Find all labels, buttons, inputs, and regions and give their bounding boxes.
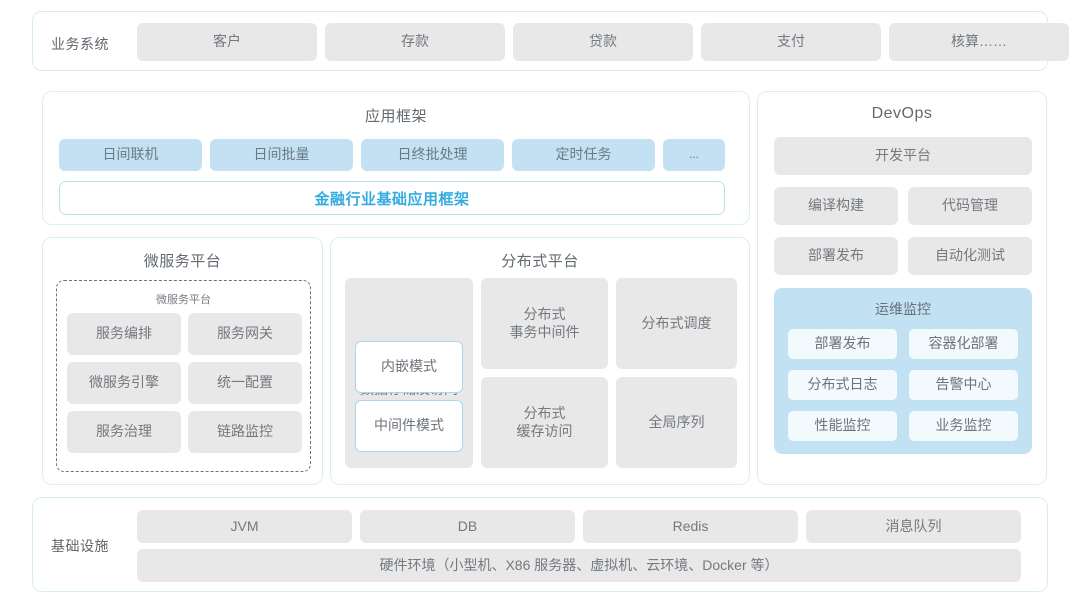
microservice-tile-governance[interactable]: 服务治理: [67, 411, 181, 453]
business-system-tile-loan[interactable]: 贷款: [513, 23, 693, 61]
microservice-dashed-container: 微服务平台 服务编排 服务网关 微服务引擎 统一配置 服务治理 链路监控: [56, 280, 311, 472]
distributed-platform-title: 分布式平台: [501, 253, 579, 270]
distributed-tile-global-sequence[interactable]: 全局序列: [616, 377, 737, 468]
distributed-tile-cache-access-line2: 缓存访问: [516, 422, 573, 439]
microservice-tile-unified-config[interactable]: 统一配置: [188, 362, 302, 404]
app-framework-tile-scheduled-task[interactable]: 定时任务: [512, 139, 655, 171]
ops-monitor-title: 运维监控: [875, 301, 931, 317]
microservice-tile-orchestration[interactable]: 服务编排: [67, 313, 181, 355]
business-system-tile-deposit[interactable]: 存款: [325, 23, 505, 61]
ops-monitor-tile-performance-monitor[interactable]: 性能监控: [787, 410, 898, 442]
devops-tile-code-management[interactable]: 代码管理: [908, 187, 1032, 225]
platform-left-panel: 应用框架 日间联机 日间批量 日终批处理 定时任务 ... 金融行业基础应用框架…: [42, 91, 750, 485]
distributed-tile-transaction-middleware[interactable]: 分布式 事务中间件: [481, 278, 608, 369]
ops-monitor-tile-business-monitor[interactable]: 业务监控: [908, 410, 1019, 442]
ops-monitor-tile-deploy-release[interactable]: 部署发布: [787, 328, 898, 360]
business-system-tile-accounting[interactable]: 核算……: [889, 23, 1069, 61]
microservice-platform-panel: 微服务平台 微服务平台 服务编排 服务网关 微服务引擎 统一配置 服务治理 链路…: [42, 237, 323, 485]
devops-tile-automated-test[interactable]: 自动化测试: [908, 237, 1032, 275]
microservice-inner-label: 微服务平台: [156, 294, 211, 306]
distributed-tile-transaction-middleware-line1: 分布式: [523, 305, 566, 322]
ops-monitor-block: 运维监控 部署发布 容器化部署 分布式日志 告警中心 性能监控 业务监控: [774, 288, 1032, 454]
distributed-tile-scheduling[interactable]: 分布式调度: [616, 278, 737, 369]
infrastructure-tile-hardware-environment[interactable]: 硬件环境（小型机、X86 服务器、虚拟机、云环境、Docker 等）: [137, 549, 1021, 582]
devops-panel: DevOps 开发平台 编译构建 代码管理 部署发布 自动化测试 运维监控 部署…: [757, 91, 1047, 485]
infrastructure-tile-db[interactable]: DB: [360, 510, 575, 543]
devops-tile-compile-build[interactable]: 编译构建: [774, 187, 898, 225]
devops-tile-deploy-release[interactable]: 部署发布: [774, 237, 898, 275]
distributed-tile-cache-access-line1: 分布式: [523, 404, 566, 421]
app-framework-tile-batch[interactable]: 日间批量: [210, 139, 353, 171]
business-systems-label: 业务系统: [51, 36, 109, 52]
infrastructure-tile-redis[interactable]: Redis: [583, 510, 798, 543]
distributed-tile-transaction-middleware-line2: 事务中间件: [509, 323, 580, 340]
distributed-storage-mode-embedded[interactable]: 内嵌模式: [355, 341, 463, 393]
devops-tile-dev-platform[interactable]: 开发平台: [774, 137, 1032, 175]
microservice-tile-gateway[interactable]: 服务网关: [188, 313, 302, 355]
ops-monitor-tile-alert-center[interactable]: 告警中心: [908, 369, 1019, 401]
infrastructure-panel: 基础设施 JVM DB Redis 消息队列 硬件环境（小型机、X86 服务器、…: [32, 497, 1048, 592]
microservice-tile-trace-monitor[interactable]: 链路监控: [188, 411, 302, 453]
business-system-tile-payment[interactable]: 支付: [701, 23, 881, 61]
app-framework-title: 应用框架: [364, 108, 427, 125]
infrastructure-tile-jvm[interactable]: JVM: [137, 510, 352, 543]
distributed-tile-cache-access[interactable]: 分布式 缓存访问: [481, 377, 608, 468]
business-system-tile-customer[interactable]: 客户: [137, 23, 317, 61]
distributed-storage-mode-middleware[interactable]: 中间件模式: [355, 400, 463, 452]
app-framework-tile-eod-batch[interactable]: 日终批处理: [361, 139, 504, 171]
infrastructure-tile-message-queue[interactable]: 消息队列: [806, 510, 1021, 543]
microservice-tile-engine[interactable]: 微服务引擎: [67, 362, 181, 404]
distributed-platform-panel: 分布式平台 分布式 数据存储及访问 内嵌模式 中间件模式 分布式 事务中间件 分…: [330, 237, 750, 485]
app-framework-tile-online[interactable]: 日间联机: [59, 139, 202, 171]
business-systems-panel: 业务系统 客户 存款 贷款 支付 核算……: [32, 11, 1069, 71]
finance-base-framework-bar[interactable]: 金融行业基础应用框架: [59, 181, 725, 215]
devops-title: DevOps: [871, 105, 933, 122]
app-framework-panel: 应用框架 日间联机 日间批量 日终批处理 定时任务 ... 金融行业基础应用框架: [42, 91, 750, 225]
app-framework-tile-more[interactable]: ...: [663, 139, 725, 171]
microservice-platform-title: 微服务平台: [143, 253, 222, 270]
ops-monitor-tile-distributed-log[interactable]: 分布式日志: [787, 369, 898, 401]
ops-monitor-tile-container-deploy[interactable]: 容器化部署: [908, 328, 1019, 360]
infrastructure-label: 基础设施: [51, 538, 109, 554]
